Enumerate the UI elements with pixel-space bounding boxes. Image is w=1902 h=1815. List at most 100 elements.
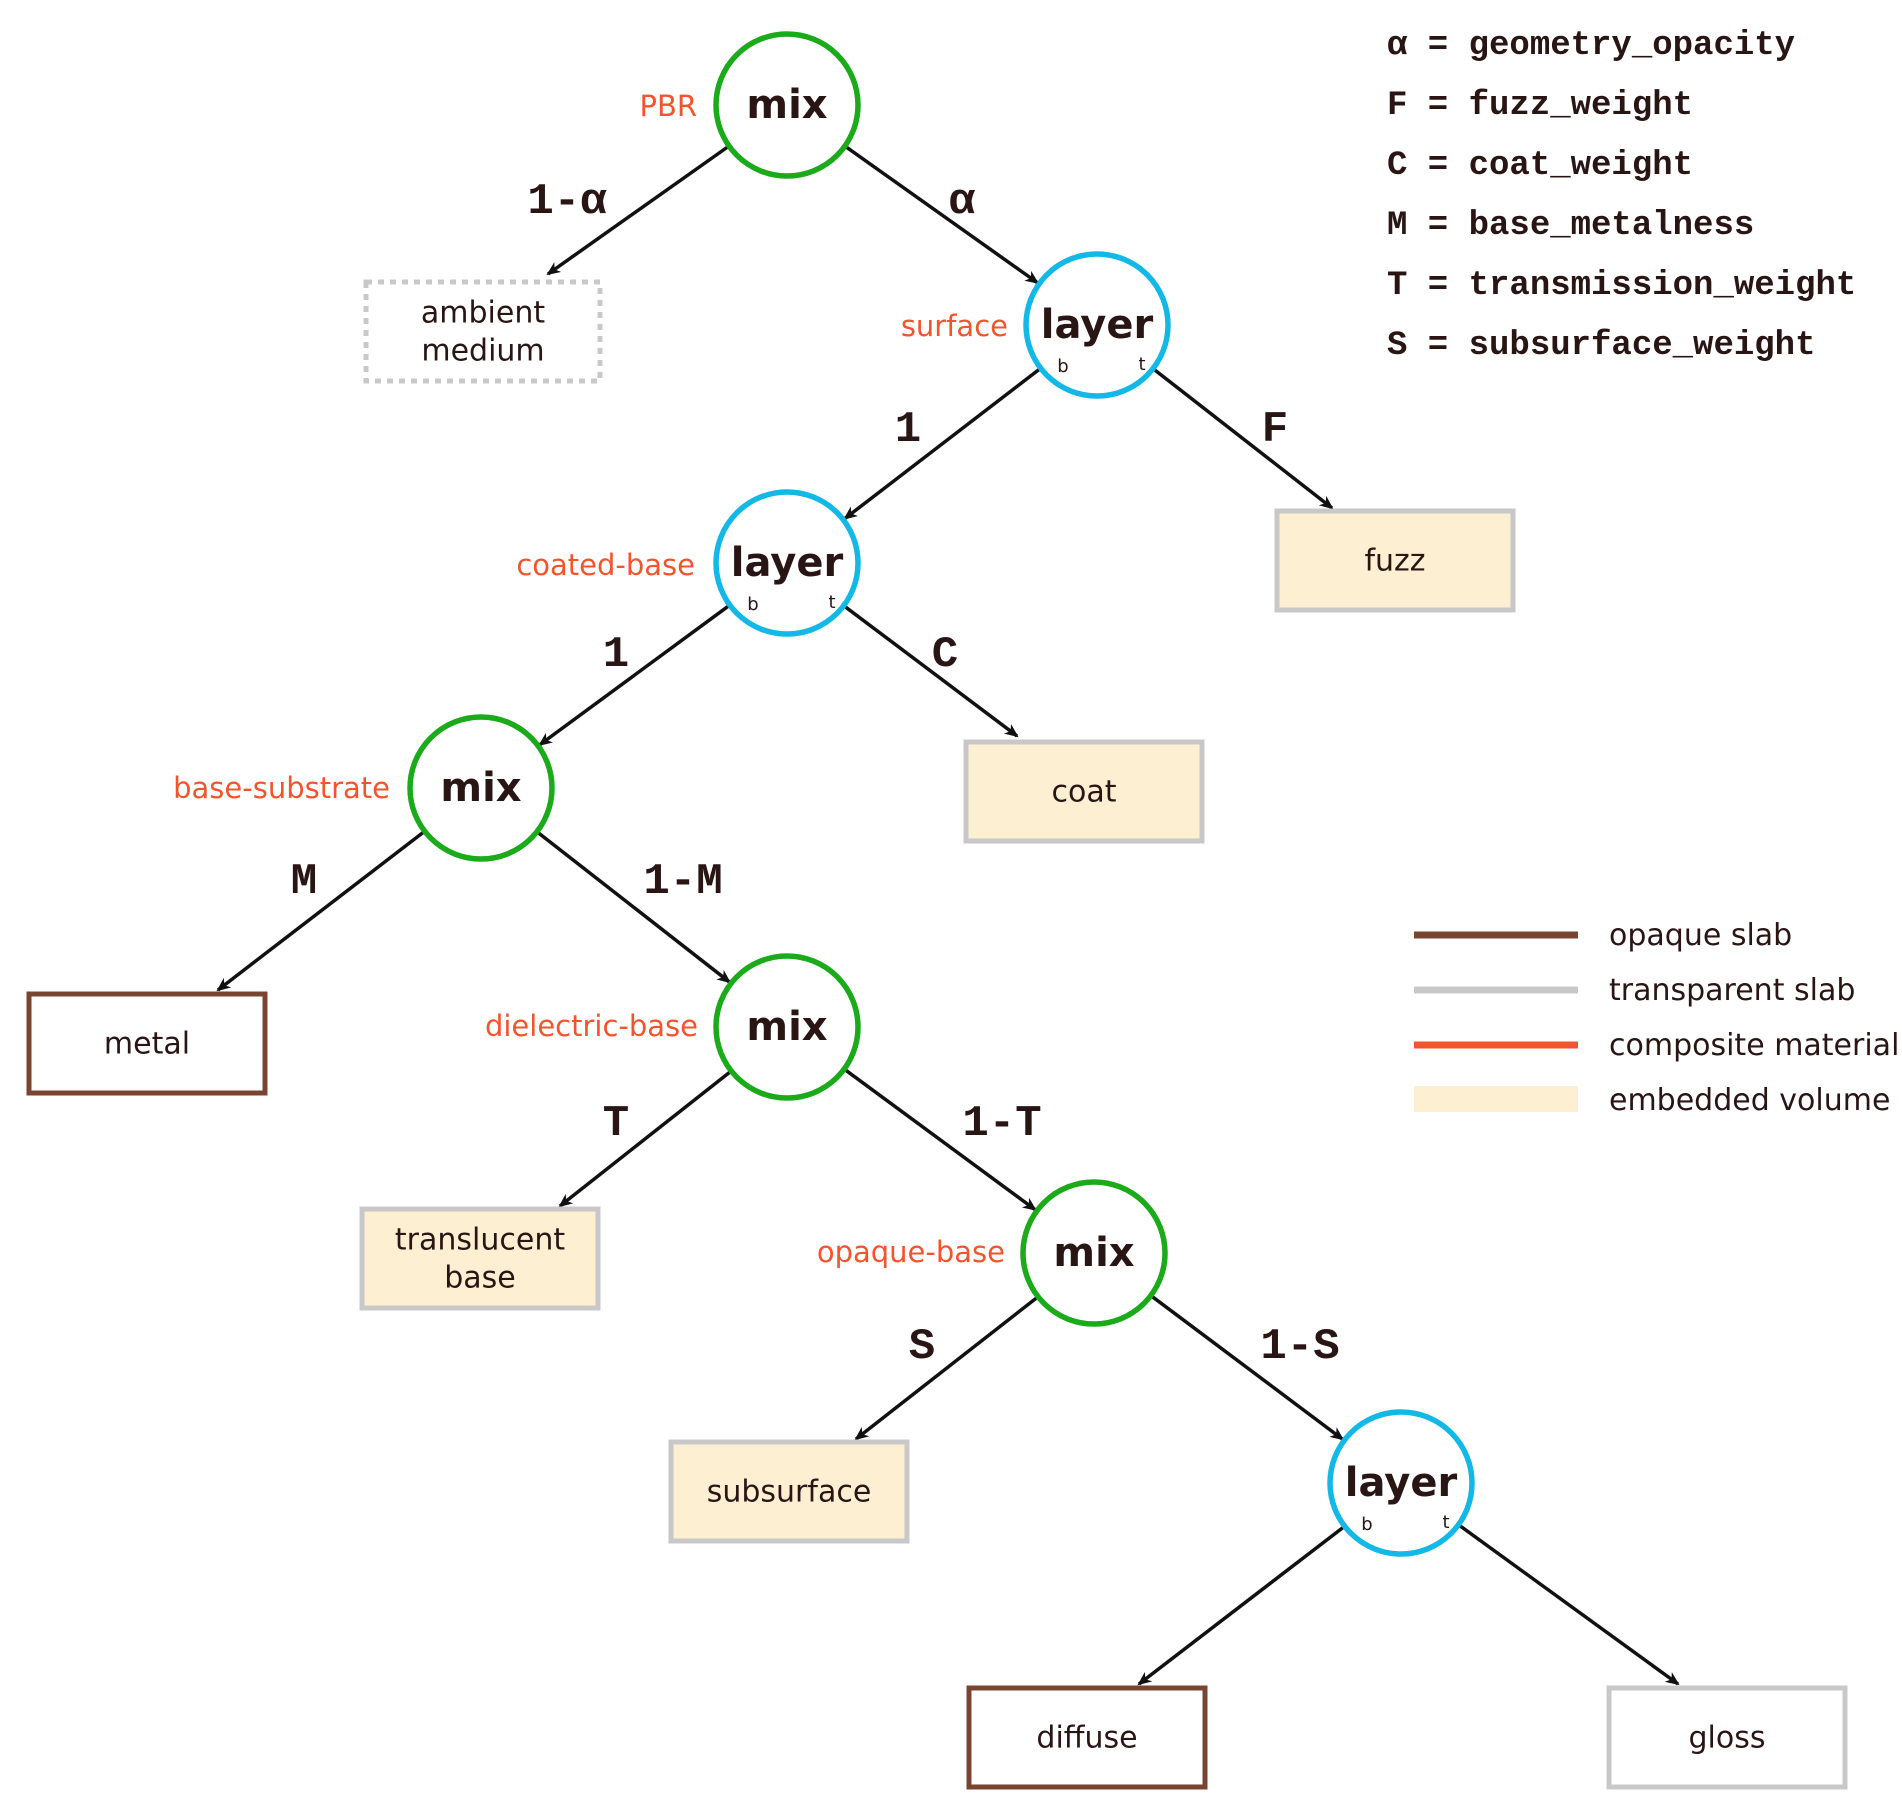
port-top-label: t [1442,1512,1449,1533]
node-type-label: mix [440,765,521,811]
edge-weight-label: 1-M [643,857,722,907]
node-type-label: layer [1041,302,1154,348]
edge-weight-label: M [291,857,317,907]
edge-dielectric_base-opaque_base [843,1067,1037,1212]
mix-node-circle [407,714,555,862]
legend-item-opaque: opaque slab [1414,918,1792,953]
node-coated_base: layer b t coated-base [516,489,861,637]
leaf-label: medium [421,334,544,369]
leaf-box [359,1206,601,1311]
edge-opaque_base-subsurface [854,1295,1040,1441]
edge-weight-label: T [603,1099,629,1149]
variable-definition: F = fuzz_weight [1387,87,1693,125]
leaf-label: diffuse [1036,1721,1137,1756]
leaf-box [1606,1685,1848,1790]
leaf-box [668,1439,910,1544]
layer-node-circle [1327,1409,1475,1557]
node-name-label: surface [901,309,1008,343]
node-name-label: dielectric-base [485,1009,698,1043]
nodes: mix PBR layer b t surface layer b t coated-base mi… [173,31,1475,1557]
legend-label: composite material [1609,1028,1899,1063]
node-opaque_base: mix opaque-base [817,1179,1168,1327]
node-type-label: layer [731,540,844,586]
node-pbr: mix PBR [639,31,861,179]
node-surface: layer b t surface [901,251,1171,399]
node-name-label: opaque-base [817,1235,1005,1269]
port-bottom-label: b [1361,1514,1372,1535]
mix-node-circle [713,31,861,179]
leaf-label: metal [104,1027,190,1062]
edge-coated_base-base_substrate [538,603,731,747]
edge-weight-label: C [932,630,958,680]
node-type-label: mix [1053,1230,1134,1276]
legend-label: opaque slab [1609,918,1792,953]
leaf-fuzz: fuzz [1274,508,1516,613]
leaf-coat: coat [963,739,1205,844]
node-diffuse_gloss: layer b t [1327,1409,1475,1557]
leaf-diffuse: diffuse [966,1685,1208,1790]
leaf-box [1274,508,1516,613]
variable-definition: C = coat_weight [1387,147,1693,185]
node-name-label: PBR [639,89,697,123]
node-base_substrate: mix base-substrate [173,714,555,862]
variable-definition: M = base_metalness [1387,207,1754,245]
edge-diffuse_gloss-diffuse [1137,1524,1346,1686]
leaf-label: coat [1052,775,1117,810]
edge-diffuse_gloss-gloss [1457,1523,1680,1686]
variable-definition: S = subsurface_weight [1387,327,1815,365]
edge-base_substrate-dielectric_base [535,830,732,984]
legend-label: embedded volume [1609,1083,1890,1118]
leaf-box [963,739,1205,844]
legend-item-transparent: transparent slab [1414,973,1855,1008]
leaf-label: subsurface [707,1475,872,1510]
variable-definition: T = transmission_weight [1387,267,1856,305]
edge-weight-label: 1-T [962,1099,1041,1149]
edge-weight-label: 1 [895,405,921,455]
edge-weight-label: F [1262,405,1288,455]
mix-node-circle [1020,1179,1168,1327]
edge-weight-label: 1-S [1260,1322,1339,1372]
edge-surface-fuzz [1151,367,1334,510]
port-top-label: t [828,592,835,613]
edge-dielectric_base-translucent [558,1069,733,1208]
node-type-label: layer [1345,1460,1458,1506]
leaf-label: translucent [395,1223,565,1258]
port-top-label: t [1138,354,1145,375]
legend-label: transparent slab [1609,973,1855,1008]
edge-pbr-ambient [546,144,731,276]
node-dielectric_base: mix dielectric-base [485,953,861,1101]
legend-item-embedded: embedded volume [1414,1083,1890,1118]
edge-coated_base-coat [842,604,1019,738]
node-name-label: base-substrate [173,771,390,805]
edge-weight-label: α [949,177,976,227]
mix-node-circle [713,953,861,1101]
edge-pbr-surface [843,144,1040,285]
leaf-gloss: gloss [1606,1685,1848,1790]
port-bottom-label: b [1057,356,1068,377]
leaf-label: ambient [421,296,545,331]
leaf-label: base [444,1261,516,1296]
edge-weight-label: 1 [603,630,629,680]
node-name-label: coated-base [516,548,695,582]
node-type-label: mix [746,1004,827,1050]
layer-node-circle [1023,251,1171,399]
edge-weight-label: 1-α [527,177,607,227]
layer-node-circle [713,489,861,637]
legend-item-composite: composite material [1414,1028,1899,1063]
leaf-label: fuzz [1364,544,1425,579]
node-type-label: mix [746,82,827,128]
edge-surface-coated_base [843,366,1042,520]
port-bottom-label: b [747,594,758,615]
edge-weight-label: S [909,1322,935,1372]
leaf-subsurface: subsurface [668,1439,910,1544]
legend: opaque slab transparent slab composite mat… [1414,918,1899,1118]
leaf-box [26,991,268,1096]
leaf-label: gloss [1689,1721,1766,1756]
leaves: ambientmediumfuzzcoatmetaltranslucentbas… [26,279,1848,1790]
leaf-box [363,279,603,384]
